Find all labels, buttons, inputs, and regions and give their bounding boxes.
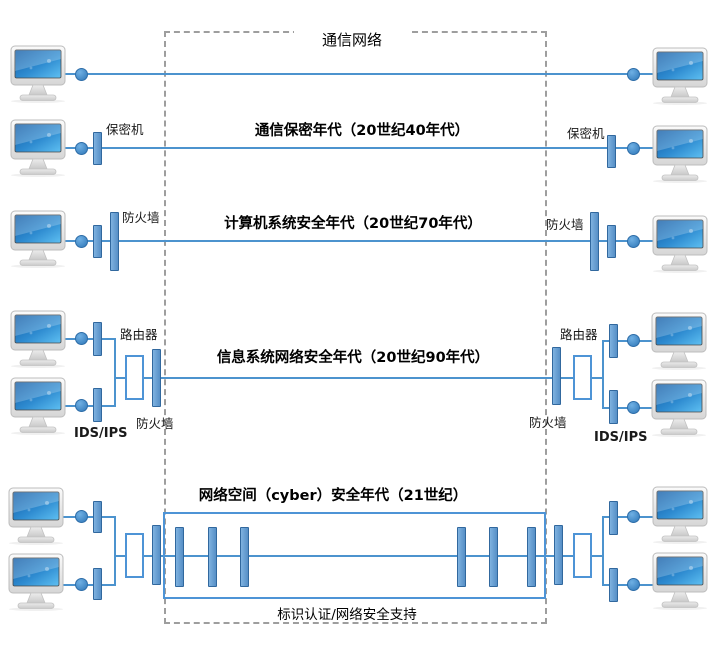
network-line: [62, 516, 116, 518]
era-title-computer-system: 计算机系统安全年代（20世纪70年代）: [224, 216, 482, 232]
computer-icon: [650, 47, 710, 105]
connector-dot: [75, 578, 88, 591]
router-box: [125, 533, 144, 578]
computer-icon: [650, 552, 710, 610]
era-title-info-system: 信息系统网络安全年代（20世纪90年代）: [216, 350, 490, 366]
computer-icon: [8, 45, 68, 103]
computer-icon: [8, 210, 68, 268]
ids-ips-bar: [609, 501, 618, 535]
era-title-cyber: 网络空间（cyber）安全年代（21世纪）: [198, 488, 468, 504]
network-line: [62, 405, 116, 407]
computer-icon: [649, 379, 709, 437]
computer-icon: [6, 487, 66, 545]
network-line: [114, 377, 604, 379]
firewall-bar: [607, 225, 616, 258]
computer-icon: [650, 125, 710, 183]
ids-ips-bar: [93, 501, 102, 533]
connector-dot: [627, 510, 640, 523]
firewall-bar: [93, 225, 102, 258]
ids-ips-bar: [609, 568, 618, 602]
router-label: 路由器: [120, 327, 158, 342]
ids-ips-bar: [609, 324, 618, 358]
security-support-bar: [175, 527, 184, 587]
connector-dot: [627, 68, 640, 81]
firewall-label: 防火墙: [529, 415, 567, 430]
computer-icon: [649, 312, 709, 370]
connector-dot: [627, 578, 640, 591]
ids-ips-bar: [93, 568, 102, 600]
connector-dot: [75, 142, 88, 155]
ids-ips-label: IDS/IPS: [594, 430, 648, 445]
network-line: [62, 73, 656, 75]
security-support-bar: [457, 527, 466, 587]
security-support-bar: [240, 527, 249, 587]
identity-auth-support-label: 标识认证/网络安全支持: [277, 607, 417, 623]
firewall-label: 防火墙: [122, 210, 160, 225]
cyber-security-support-rect: [163, 512, 546, 599]
computer-icon: [8, 377, 68, 435]
computer-icon: [6, 553, 66, 611]
connector-dot: [627, 401, 640, 414]
firewall-bar: [590, 212, 599, 271]
security-support-bar: [489, 527, 498, 587]
firewall-bar: [554, 525, 563, 585]
network-line: [114, 555, 604, 557]
firewall-bar: [152, 525, 161, 585]
network-line: [62, 338, 116, 340]
connector-dot: [627, 334, 640, 347]
computer-icon: [8, 310, 68, 368]
ids-ips-bar: [609, 390, 618, 424]
router-box: [573, 533, 592, 578]
router-label: 路由器: [560, 327, 598, 342]
ids-ips-label: IDS/IPS: [74, 426, 128, 441]
ids-ips-bar: [93, 322, 102, 356]
computer-icon: [650, 486, 710, 544]
secrecy-machine-label: 保密机: [567, 126, 605, 141]
secrecy-machine-bar: [607, 135, 616, 168]
security-support-bar: [527, 527, 536, 587]
network-line: [62, 147, 656, 149]
firewall-bar: [152, 349, 161, 407]
security-support-bar: [208, 527, 217, 587]
era-title-comm-secrecy: 通信保密年代（20世纪40年代）: [254, 123, 470, 139]
network-line: [62, 240, 656, 242]
computer-icon: [650, 215, 710, 273]
connector-dot: [75, 68, 88, 81]
connector-dot: [627, 142, 640, 155]
firewall-bar: [552, 347, 561, 405]
connector-dot: [75, 332, 88, 345]
connector-dot: [75, 235, 88, 248]
computer-icon: [8, 119, 68, 177]
communication-network-title: 通信网络: [294, 29, 410, 50]
router-box: [125, 355, 144, 400]
secrecy-machine-label: 保密机: [106, 122, 144, 137]
connector-dot: [75, 399, 88, 412]
router-box: [573, 355, 592, 400]
connector-dot: [627, 235, 640, 248]
network-line: [62, 584, 116, 586]
network-line: [602, 516, 604, 586]
firewall-bar: [110, 212, 119, 271]
connector-dot: [75, 510, 88, 523]
secrecy-machine-bar: [93, 132, 102, 165]
ids-ips-bar: [93, 388, 102, 422]
network-line: [602, 340, 604, 409]
firewall-label: 防火墙: [546, 217, 584, 232]
network-line: [114, 338, 116, 407]
network-line: [114, 516, 116, 586]
firewall-label: 防火墙: [136, 416, 174, 431]
